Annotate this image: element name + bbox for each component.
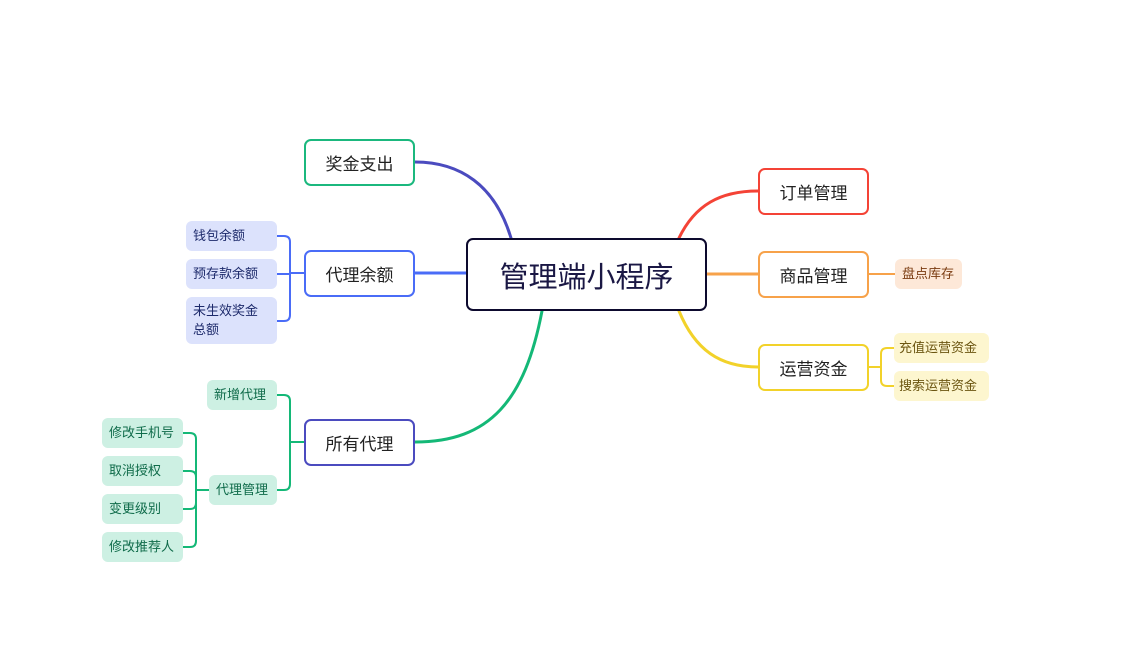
node-goods[interactable]: 商品管理: [758, 251, 869, 298]
leaf-add-agent[interactable]: 新增代理: [207, 380, 277, 410]
node-label: 商品管理: [779, 267, 848, 287]
leaf-search-funds[interactable]: 搜索运营资金: [894, 371, 989, 401]
edge-orders: [677, 189, 760, 240]
node-agents[interactable]: 所有代理: [304, 419, 415, 466]
leaf-prepaid-balance[interactable]: 预存款余额: [186, 259, 277, 289]
edge-bonus: [413, 160, 513, 240]
node-balance[interactable]: 代理余额: [304, 250, 415, 297]
edge-funds: [677, 309, 760, 369]
leaf-edit-phone[interactable]: 修改手机号: [102, 418, 183, 448]
leaf-recharge-funds[interactable]: 充值运营资金: [894, 333, 989, 363]
leaf-change-level[interactable]: 变更级别: [102, 494, 183, 524]
leaf-wallet-balance[interactable]: 钱包余额: [186, 221, 277, 251]
root-label: 管理端小程序: [499, 259, 674, 294]
node-label: 订单管理: [779, 184, 848, 204]
node-label: 运营资金: [779, 360, 848, 380]
bracket-funds: [868, 347, 895, 387]
bracket-agents: [276, 394, 305, 491]
bracket-manage: [182, 432, 210, 548]
bracket-balance: [276, 235, 305, 322]
root-node[interactable]: 管理端小程序: [466, 238, 707, 311]
leaf-edit-referrer[interactable]: 修改推荐人: [102, 532, 183, 562]
leaf-agent-manage[interactable]: 代理管理: [209, 475, 277, 505]
node-funds[interactable]: 运营资金: [758, 344, 869, 391]
node-label: 奖金支出: [325, 155, 394, 175]
node-label: 代理余额: [325, 266, 394, 286]
node-label: 所有代理: [325, 435, 394, 455]
node-orders[interactable]: 订单管理: [758, 168, 869, 215]
leaf-revoke-auth[interactable]: 取消授权: [102, 456, 183, 486]
leaf-inventory-check[interactable]: 盘点库存: [895, 259, 962, 289]
node-bonus[interactable]: 奖金支出: [304, 139, 415, 186]
leaf-pending-bonus-total[interactable]: 未生效奖金总额: [186, 297, 277, 344]
edge-agents: [413, 309, 544, 444]
